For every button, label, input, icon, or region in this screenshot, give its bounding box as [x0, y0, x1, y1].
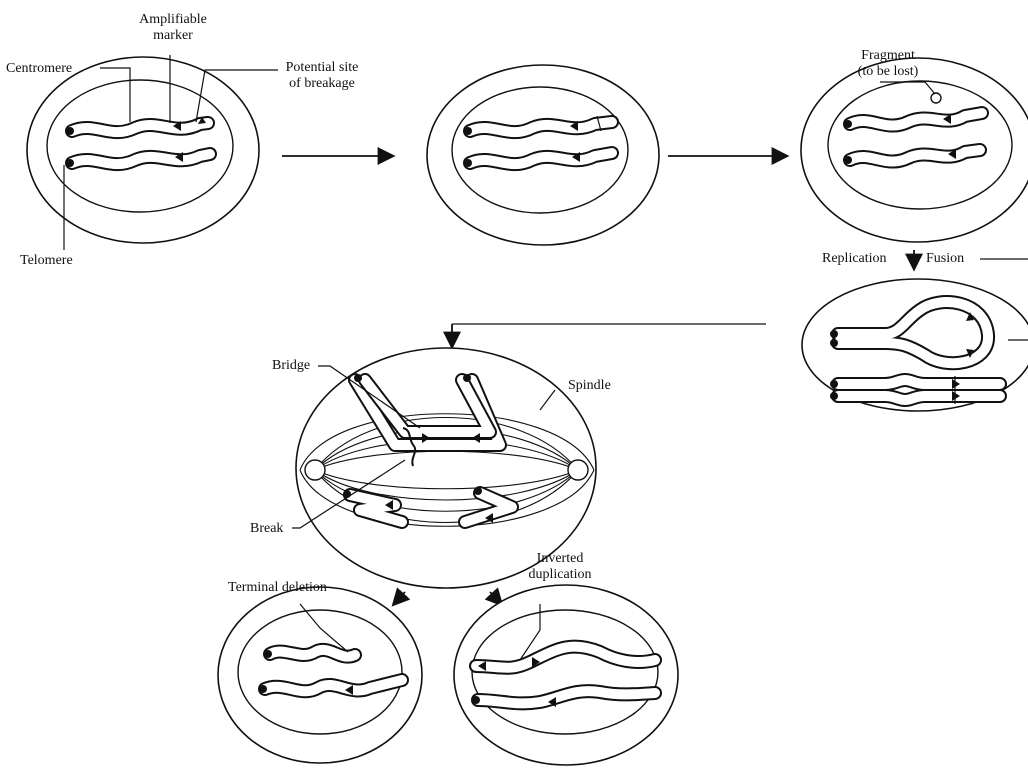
cell-3: [801, 58, 1028, 242]
left-pole: [305, 460, 325, 480]
outcome-arrows: [394, 592, 501, 604]
replication-label: Replication: [822, 251, 887, 267]
terminal-deletion-label: Terminal deletion: [228, 580, 327, 596]
fragment-piece: [931, 93, 941, 103]
cell-2: [427, 65, 659, 245]
telomere-label: Telomere: [20, 253, 73, 269]
bridge-label: Bridge: [272, 358, 310, 374]
cell-1: [27, 55, 278, 250]
centromere-label: Centromere: [6, 61, 72, 77]
spindle-label: Spindle: [568, 378, 611, 394]
fragment-label: Fragment (to be lost): [848, 48, 928, 80]
potential-site-label: Potential site of breakage: [262, 60, 382, 92]
fusion-label: Fusion: [926, 251, 964, 267]
inverted-duplication-label: Inverted duplication: [508, 551, 612, 583]
right-pole: [568, 460, 588, 480]
amplifiable-marker-label: Amplifiable marker: [118, 12, 228, 44]
terminal-deletion-cell: [218, 587, 422, 763]
connector-to-anaphase: [452, 324, 766, 346]
inverted-duplication-cell: [454, 585, 678, 765]
cell-4: [802, 279, 1028, 411]
break-label: Break: [250, 521, 283, 537]
cell-1-chromosome-bottom: [66, 152, 210, 167]
